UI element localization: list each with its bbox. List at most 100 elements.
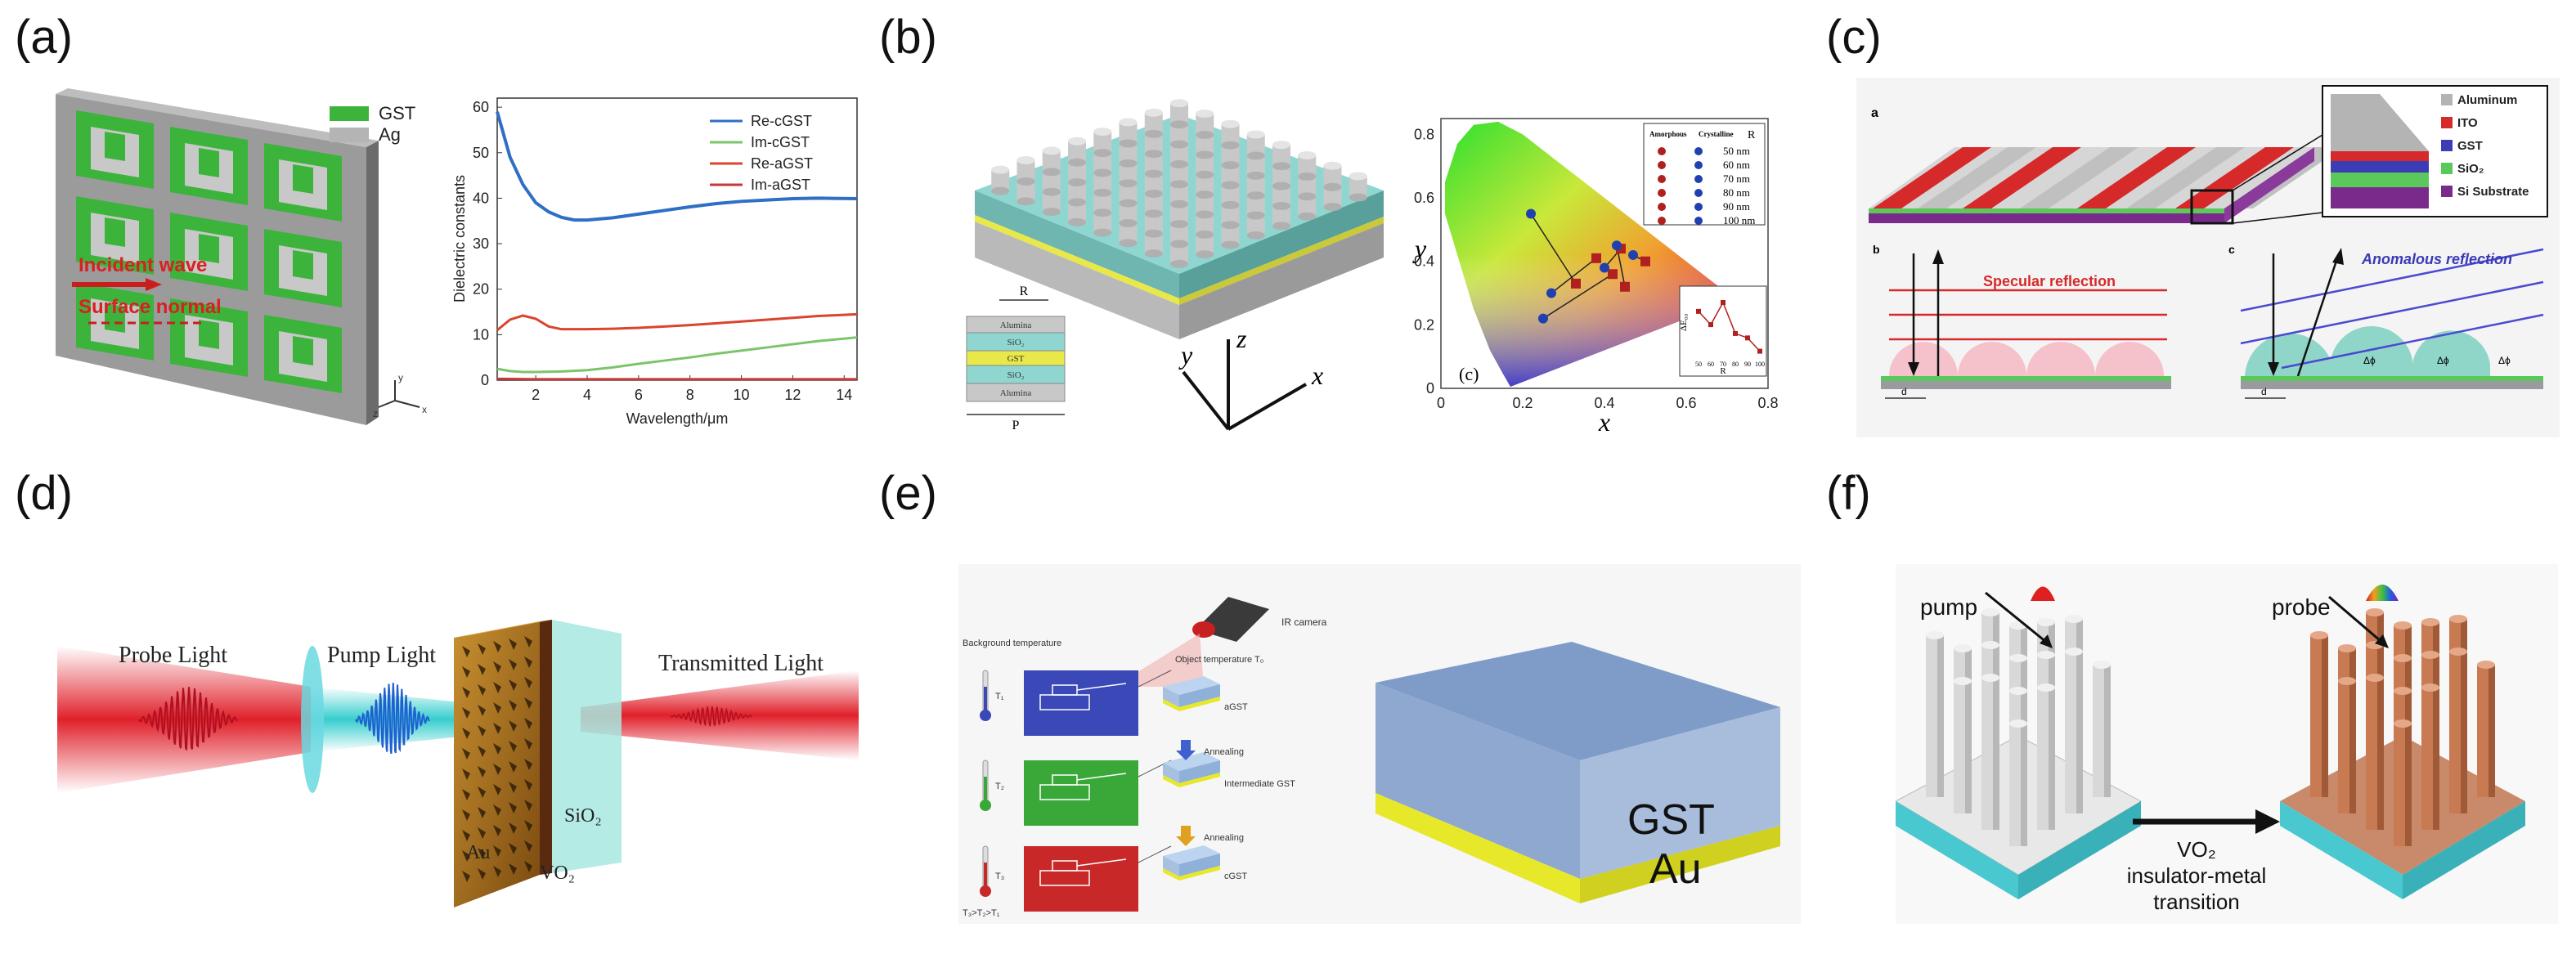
gst-cell-inner: [105, 132, 125, 161]
amorphous-point: [1591, 253, 1601, 263]
pillar-base: [1144, 129, 1163, 138]
callout-line: [1138, 670, 1172, 688]
nanopillar-shade: [1993, 678, 1999, 830]
scene-red: [1024, 846, 1138, 912]
pillar-base: [1016, 177, 1035, 186]
pillar-base: [1323, 203, 1342, 212]
au-nanostructure: [462, 871, 470, 882]
cie-xlabel: x: [1598, 407, 1610, 437]
annealing-1: Annealing: [1204, 747, 1244, 757]
pillar: [1170, 182, 1188, 204]
pump-pulse-shape: [2031, 586, 2055, 601]
pillar: [1042, 190, 1061, 213]
mini-stack-top: [1163, 752, 1220, 771]
pillar-base: [1196, 170, 1214, 179]
pillar: [1298, 155, 1317, 177]
legend-entry: Re-cGST: [751, 113, 812, 129]
cie-x-tick: 0.8: [1757, 395, 1778, 411]
pillar: [1298, 175, 1317, 197]
nanopillar-top: [2065, 615, 2083, 623]
thermometer-bulb: [980, 885, 991, 897]
au-nanostructure: [524, 738, 532, 750]
pillar-base: [1246, 171, 1265, 180]
inset-x-tick: 50: [1695, 361, 1702, 368]
au-nanostructure: [493, 702, 501, 714]
pillar: [1144, 132, 1163, 155]
nanopillar-shade: [1965, 681, 1972, 813]
probe-pulse: [138, 687, 238, 751]
nanopillar-top: [2449, 648, 2467, 656]
pillar-base: [1144, 249, 1163, 258]
nanopillar-top: [2366, 608, 2384, 616]
pillar: [1016, 159, 1035, 181]
au-nanostructure: [462, 646, 470, 657]
nanopillar-top: [2009, 654, 2027, 662]
connect-line: [1530, 213, 1577, 285]
legend-ag-swatch: [330, 128, 369, 142]
pillar-base: [1093, 168, 1112, 177]
probe-label: Probe Light: [119, 643, 227, 668]
mini-stack-top: [1163, 676, 1220, 695]
sio2-label: SiO₂: [564, 805, 602, 827]
cgst-label: cGST: [1224, 872, 1247, 881]
pillar-base: [1093, 208, 1112, 217]
crystalline-point: [1538, 313, 1548, 324]
pillar: [1042, 150, 1061, 173]
legend-amorphous-marker: [1658, 175, 1666, 183]
pillar: [1093, 132, 1112, 154]
au-nanostructure: [478, 664, 486, 675]
pillar: [1196, 233, 1214, 255]
gst-cell-inner: [199, 148, 219, 177]
x-tick-label: 8: [686, 387, 694, 403]
arrow-down-2: [1176, 826, 1196, 846]
panel-a-svg: Incident wave Surface normal z x y GST A…: [56, 88, 858, 427]
pillar-base: [1246, 211, 1265, 220]
pillar: [1196, 213, 1214, 235]
mini-stack-front: [1179, 760, 1220, 783]
pillar-top: [1144, 108, 1163, 117]
nanopillar-top: [2065, 648, 2083, 656]
y-tick-label: 40: [473, 190, 489, 206]
inset-x-tick: 60: [1708, 361, 1714, 368]
nanopillar-top: [1926, 631, 1944, 639]
layer-swatch: [2441, 140, 2453, 151]
au-nanostructure: [478, 725, 486, 737]
nanopillar-shade: [2349, 681, 2356, 813]
legend-row: 50 nm: [1723, 145, 1750, 157]
nanopillar-shade: [2377, 678, 2384, 830]
pillar: [991, 169, 1010, 191]
panel-a-figure: Incident wave Surface normal z x y GST A…: [56, 82, 873, 437]
nanopillar-top: [2421, 683, 2439, 692]
tank-barrel: [1076, 683, 1127, 691]
axis-y: y: [1178, 340, 1193, 370]
grating-stripe: [2126, 147, 2245, 208]
panel-label-d: (d): [15, 467, 73, 520]
pillar: [1323, 165, 1342, 187]
grating-stripe: [1873, 147, 1991, 208]
au-nanostructure: [462, 769, 470, 780]
inset-point: [1733, 330, 1738, 336]
anomalous-diagram: Anomalous reflection Δϕ Δϕ Δϕ d: [2240, 248, 2544, 399]
pillar-base: [1042, 208, 1061, 217]
t2-label: T₂: [995, 782, 1004, 791]
pillar-base: [1196, 130, 1214, 139]
au-nanostructure: [462, 666, 470, 678]
nanopillar-top: [2037, 651, 2055, 659]
pillar-base: [1119, 139, 1138, 148]
layer-label: Alumina: [1000, 320, 1032, 330]
pillar: [1349, 176, 1367, 198]
legend-amorphous-marker: [1658, 147, 1666, 155]
tank-barrel: [1076, 773, 1127, 781]
au-nanostructure: [524, 697, 532, 709]
dim-R: R: [1020, 285, 1029, 298]
pillar-base: [1068, 198, 1086, 207]
pillar: [1196, 113, 1214, 135]
pump-label-f: pump: [1920, 594, 1977, 620]
amorphous-point: [1640, 256, 1650, 267]
thermometer-bulb: [980, 800, 991, 811]
y-tick-label: 0: [481, 372, 489, 388]
x-tick-label: 12: [784, 387, 801, 403]
cie-ylabel: y: [1412, 234, 1427, 263]
panel-e-figure: IR camera Background temperature Object …: [958, 564, 1801, 924]
